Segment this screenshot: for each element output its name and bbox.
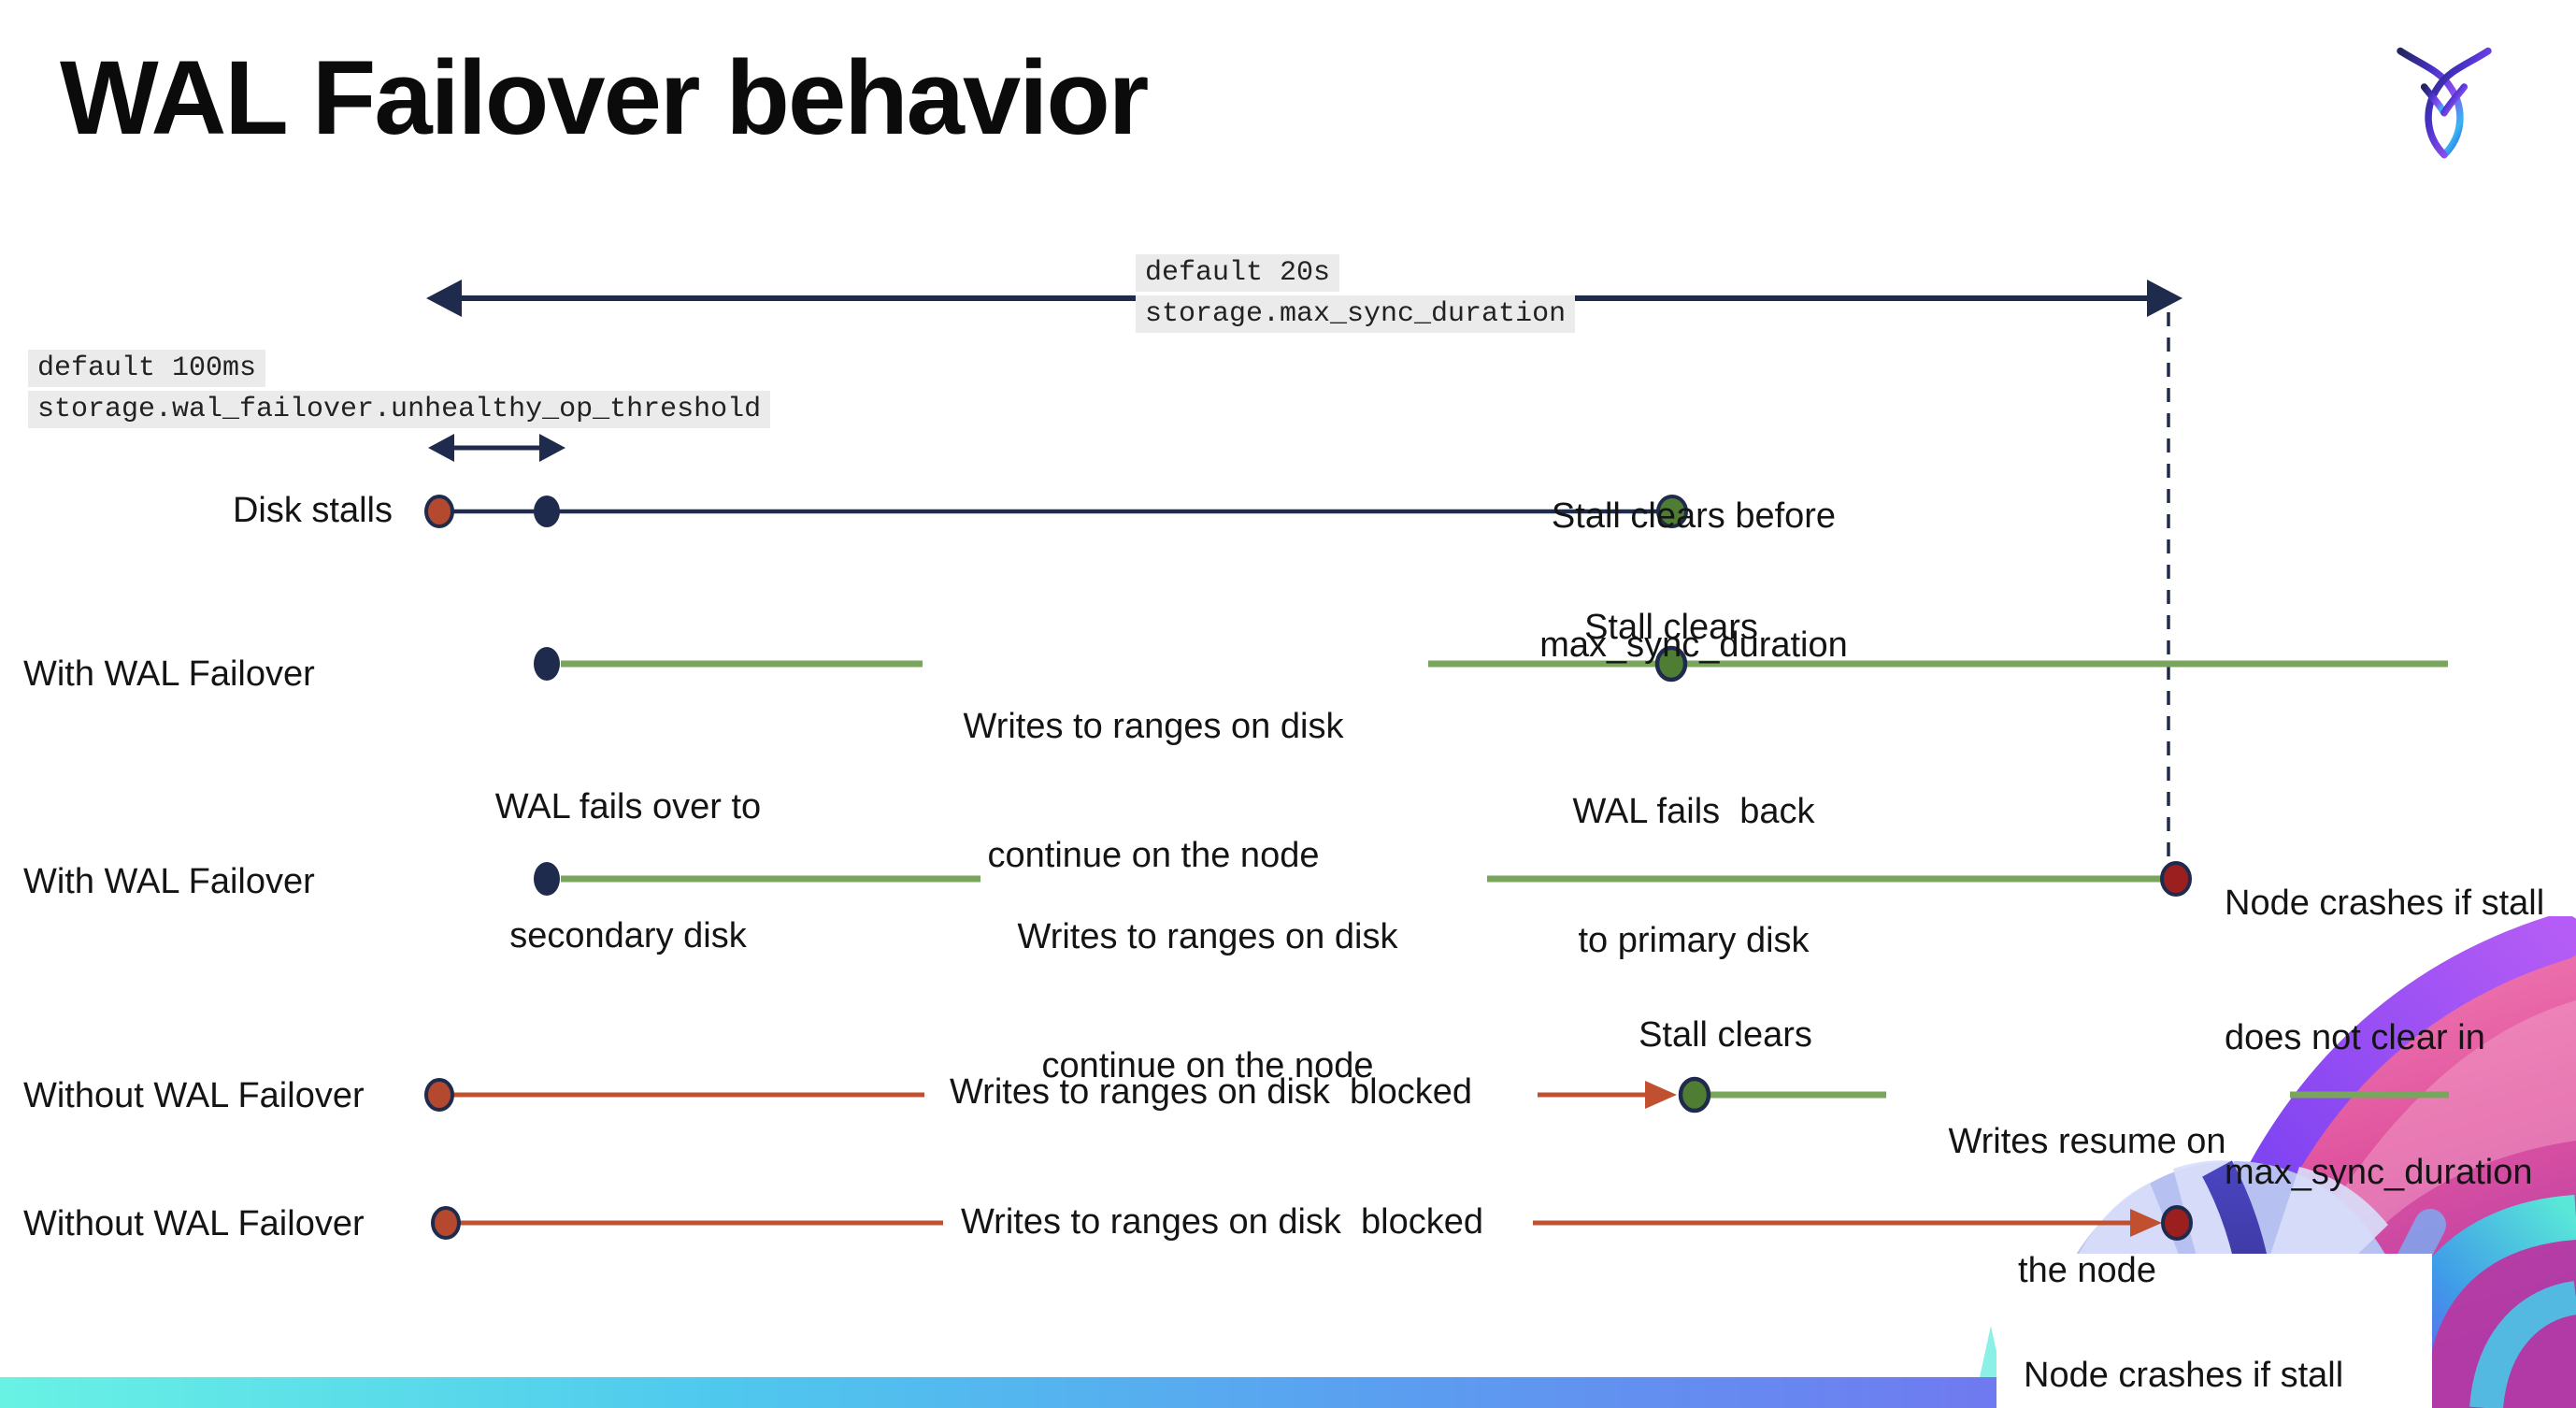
annotation-wal-fails-over: WAL fails over to secondary disk xyxy=(495,699,761,1043)
row-label-with-wal-failover-1: With WAL Failover xyxy=(23,654,315,694)
annotation-node-crashes-1: Node crashes if stall does not clear in … xyxy=(2225,791,2544,1285)
annotation-line: Writes resume on xyxy=(1948,1122,2226,1161)
annotation-line: continue on the node xyxy=(987,836,1320,875)
event-dot-failover-2 xyxy=(534,862,560,896)
callout-max-sync-default: default 20s xyxy=(1136,254,1340,292)
row-label-with-wal-failover-2: With WAL Failover xyxy=(23,862,315,901)
annotation-line: continue on the node xyxy=(1041,1046,1374,1085)
callout-max-sync-duration: default 20s storage.max_sync_duration xyxy=(1136,254,1576,333)
callout-threshold-setting: storage.wal_failover.unhealthy_op_thresh… xyxy=(28,391,771,428)
event-dot-stall-start xyxy=(424,495,454,528)
callout-threshold-default: default 100ms xyxy=(28,350,266,387)
annotation-line: Writes to ranges on disk xyxy=(1017,917,1398,956)
blocked-arrowhead-2 xyxy=(2130,1209,2162,1237)
annotation-writes-continue-1: Writes to ranges on disk continue on the… xyxy=(964,619,1344,963)
annotation-line: max_sync_duration xyxy=(2225,1153,2533,1192)
event-dot-stall-start-2 xyxy=(424,1078,454,1112)
annotation-line: Writes to ranges on disk xyxy=(963,707,1344,746)
annotation-line: secondary disk xyxy=(509,916,747,955)
event-dot-stall-start-3 xyxy=(431,1206,461,1240)
row-label-without-wal-failover-1: Without WAL Failover xyxy=(23,1076,365,1115)
annotation-writes-resume: Writes resume on the node xyxy=(1948,1034,2225,1378)
unhealthy-op-threshold-arrow xyxy=(428,434,565,462)
blocked-arrowhead xyxy=(1645,1081,1677,1109)
annotation-node-crashes-2: Node crashes if stall does not clear in … xyxy=(2024,1268,2343,1408)
event-dot-stall-clears-early xyxy=(1656,495,1688,528)
timeline-row-with-wal-failover-1 xyxy=(534,645,2448,682)
page-title: WAL Failover behavior xyxy=(60,39,1149,156)
annotation-stall-clears-1: Stall clears xyxy=(1584,608,1758,647)
timeline-row-without-wal-failover-1 xyxy=(424,1076,2449,1113)
event-dot-stall-clears-3 xyxy=(1678,1076,1711,1113)
event-dot-failover xyxy=(534,647,560,681)
timeline-row-with-wal-failover-2 xyxy=(534,861,2192,897)
annotation-stall-clears-2: Stall clears xyxy=(1639,1015,1812,1055)
event-dot-node-crash xyxy=(2160,861,2192,897)
annotation-writes-continue-2: Writes to ranges on disk continue on the… xyxy=(1018,829,1398,1173)
row-label-disk-stalls: Disk stalls xyxy=(232,491,393,530)
callout-unhealthy-op-threshold: default 100ms storage.wal_failover.unhea… xyxy=(28,350,771,428)
annotation-line: max_sync_duration xyxy=(1539,625,1848,665)
annotation-line: WAL fails over to xyxy=(494,787,762,826)
annotation-line: does not clear in xyxy=(2225,1018,2485,1057)
annotation-wal-fails-back: WAL fails back to primary disk xyxy=(1572,704,1814,1048)
event-dot-threshold xyxy=(534,496,560,527)
annotation-writes-blocked-1: Writes to ranges on disk blocked xyxy=(950,1072,1473,1112)
annotation-line: to primary disk xyxy=(1578,921,1810,960)
annotation-line: Stall clears before xyxy=(1551,496,1837,536)
event-dot-stall-clears xyxy=(1654,645,1688,682)
timeline-row-without-wal-failover-2 xyxy=(431,1205,2193,1241)
callout-max-sync-setting: storage.max_sync_duration xyxy=(1136,295,1576,333)
annotation-writes-blocked-2: Writes to ranges on disk blocked xyxy=(961,1202,1484,1242)
annotation-line: the node xyxy=(2018,1251,2156,1290)
cockroachdb-logo-icon xyxy=(2397,47,2492,159)
row-label-without-wal-failover-2: Without WAL Failover xyxy=(23,1204,365,1243)
timeline-row-disk-stalls xyxy=(424,495,1688,528)
annotation-line: WAL fails back xyxy=(1572,792,1815,831)
annotation-stall-clears-before: Stall clears before max_sync_duration xyxy=(1539,409,1848,753)
event-dot-node-crash-2 xyxy=(2161,1205,2193,1241)
annotation-line: Node crashes if stall xyxy=(2225,884,2545,923)
node-crash-callout-box xyxy=(1996,1254,2432,1408)
annotation-line: Node crashes if stall xyxy=(2024,1356,2344,1395)
